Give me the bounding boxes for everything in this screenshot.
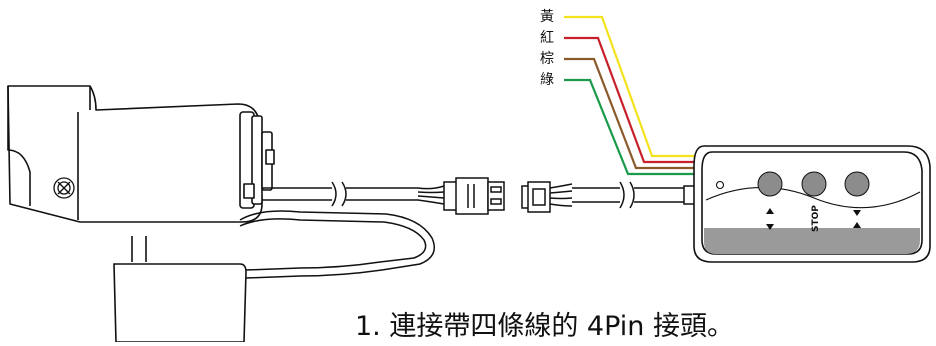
wire-brown [564, 57, 700, 170]
remote-cable [572, 181, 697, 209]
wire-label-red: 紅 [540, 30, 554, 46]
stop-button[interactable] [801, 171, 827, 197]
arrow-down-icon [852, 210, 862, 218]
up-down-button-2[interactable] [844, 171, 870, 197]
up-down-button-1[interactable] [757, 171, 783, 197]
arrow-up-icon [766, 208, 774, 214]
colored-wires [564, 15, 700, 176]
wire-yellow [564, 15, 700, 158]
4pin-connector-female [521, 181, 573, 213]
wire-green [564, 78, 700, 176]
arrow-up-icon [853, 222, 861, 228]
step-caption: 1. 連接帶四條線的 4Pin 接頭。 [355, 311, 734, 342]
4pin-connector-male [443, 177, 505, 215]
screw-icon [53, 177, 75, 199]
remote-controller [693, 145, 931, 263]
motor-cable [262, 181, 445, 207]
adapter-cable [239, 210, 435, 279]
motor-unit [7, 85, 275, 223]
power-adapter [113, 236, 247, 343]
arrow-icons [766, 208, 862, 230]
arrow-down-icon [766, 224, 774, 230]
wire-label-green: 綠 [540, 72, 554, 88]
wire-label-brown: 棕 [540, 51, 554, 67]
stop-label: STOP [811, 205, 821, 232]
wire-label-yellow: 黃 [540, 9, 554, 25]
wire-red [564, 36, 700, 164]
